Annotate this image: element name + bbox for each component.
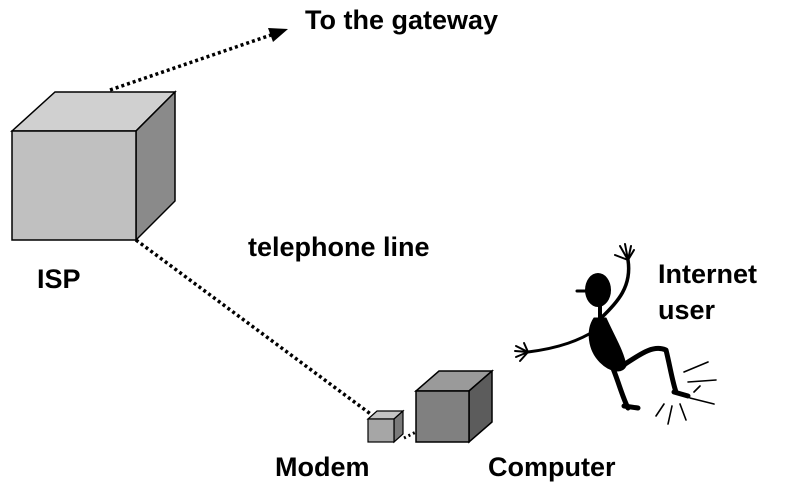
- figure-motion-lines: [655, 361, 717, 425]
- gateway-label: To the gateway: [305, 5, 499, 35]
- gateway-link-line: [109, 32, 275, 92]
- modem-computer-link: [403, 430, 417, 440]
- telephone-line: [134, 238, 378, 420]
- arrowhead-icon: [268, 28, 288, 42]
- figure-front-foot: [671, 389, 691, 399]
- figure-back-foot: [621, 403, 641, 411]
- computer-cube-front: [415, 390, 470, 443]
- modem-label: Modem: [275, 452, 370, 482]
- computer-label: Computer: [488, 452, 616, 482]
- internet-user-label-line1: Internet: [658, 259, 758, 289]
- internet-user-label-line2: user: [658, 295, 716, 325]
- isp-server-cube: [10, 90, 177, 242]
- figure-back-leg: [609, 363, 631, 411]
- modem-cube: [366, 409, 405, 444]
- internet-user-label: Internet user: [658, 256, 757, 328]
- figure-torso: [588, 317, 627, 372]
- isp-label: ISP: [37, 264, 81, 294]
- computer-cube: [413, 369, 495, 444]
- figure-extended-arm: [526, 328, 598, 354]
- figure-raised-arm: [599, 258, 631, 320]
- telephone-line-label: telephone line: [248, 232, 430, 262]
- figure-raised-hand: [614, 243, 635, 261]
- internet-user-figure: [514, 243, 717, 425]
- figure-extended-hand: [514, 342, 529, 362]
- figure-head: [585, 273, 611, 307]
- isp-cube-front: [11, 130, 137, 241]
- figure-front-leg: [619, 346, 679, 395]
- modem-cube-front: [367, 418, 395, 443]
